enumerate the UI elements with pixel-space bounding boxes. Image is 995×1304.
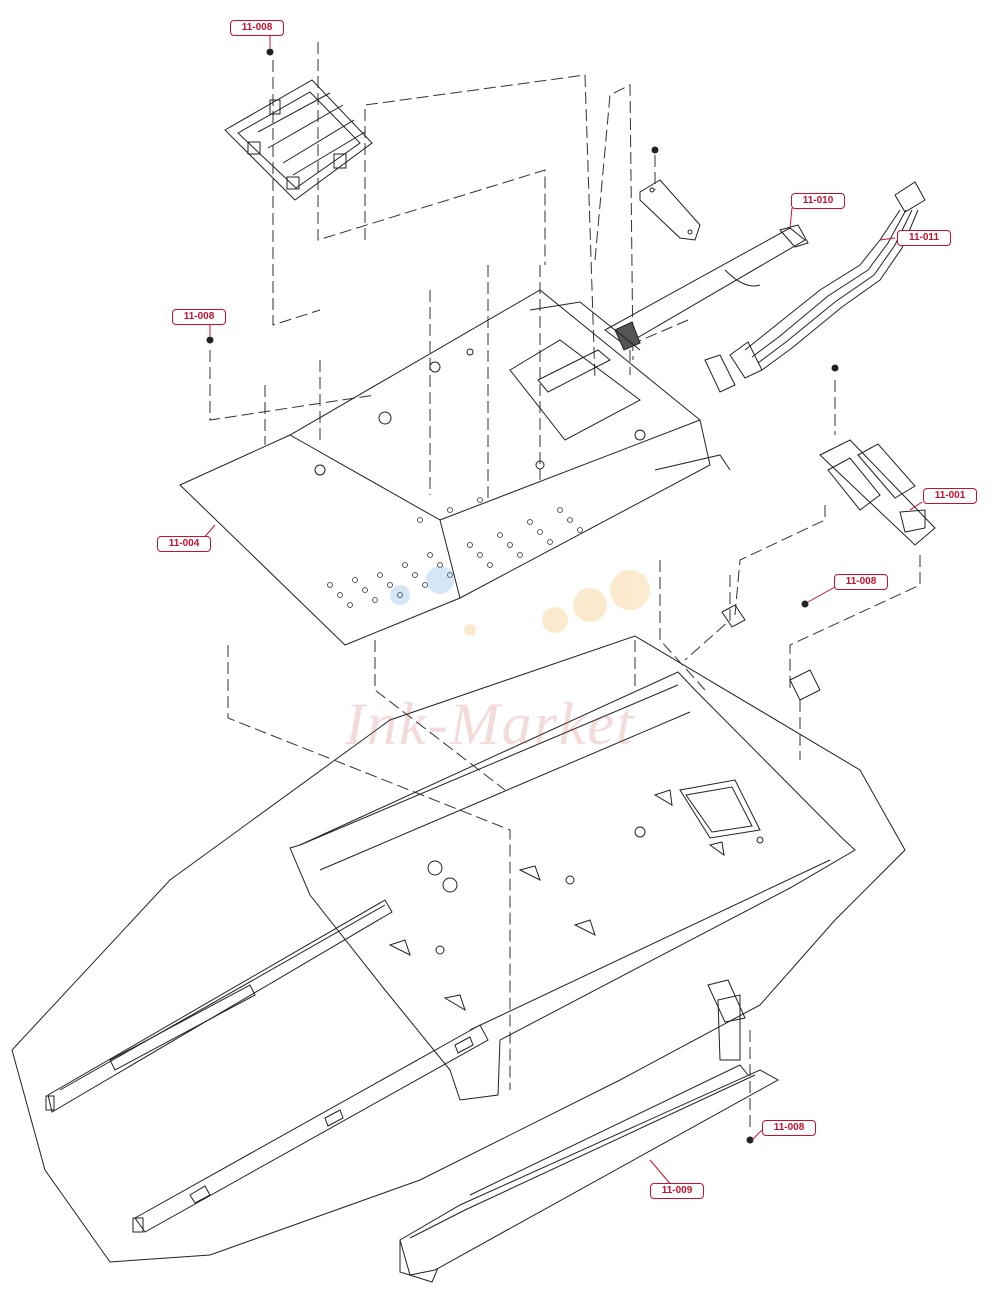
assembly-line [317,42,546,265]
part-callout-11-008[interactable]: 11-008 [834,574,888,590]
leader-line [879,237,896,241]
shield-plate [179,289,731,646]
leader-line [649,1159,673,1187]
base-frame [289,671,856,1101]
assembly-line [374,640,506,791]
vent-holes [327,497,583,608]
leader-line [909,501,923,511]
right-rail [132,1024,489,1233]
wire-harness [704,181,926,393]
assembly-line [209,350,376,421]
left-rail [45,899,393,1113]
watermark-text: Ink-Market [345,691,635,757]
small-bracket [639,179,701,241]
part-callout-11-008[interactable]: 11-008 [172,309,226,325]
assembly-line [789,555,921,690]
part-callout-11-011[interactable]: 11-011 [897,230,951,246]
leader-line [807,586,836,603]
part-callout-11-001[interactable]: 11-001 [923,488,977,504]
ribbon-cable [604,224,809,351]
small-clip [721,604,821,701]
assembly-line [364,74,596,381]
part-callout-11-009[interactable]: 11-009 [650,1183,704,1199]
assembly-line [684,575,731,661]
frame-outline [11,635,906,1263]
leader-line [751,1129,763,1141]
assembly-line [659,560,706,691]
part-callout-11-008[interactable]: 11-008 [762,1120,816,1136]
leader-line [789,207,793,229]
assembly-line [594,84,634,361]
assembly-line [629,319,689,375]
part-callout-11-010[interactable]: 11-010 [791,193,845,209]
part-callout-11-004[interactable]: 11-004 [157,536,211,552]
watermark-dots [390,566,650,636]
assembly-line [227,645,511,1090]
screw-icon [206,48,839,1144]
part-callout-11-008[interactable]: 11-008 [230,20,284,36]
connector-board [819,439,936,546]
top-bracket [224,79,373,201]
assembly-line [734,505,826,616]
assembly-line [272,60,321,326]
lower-tray [399,979,780,1283]
